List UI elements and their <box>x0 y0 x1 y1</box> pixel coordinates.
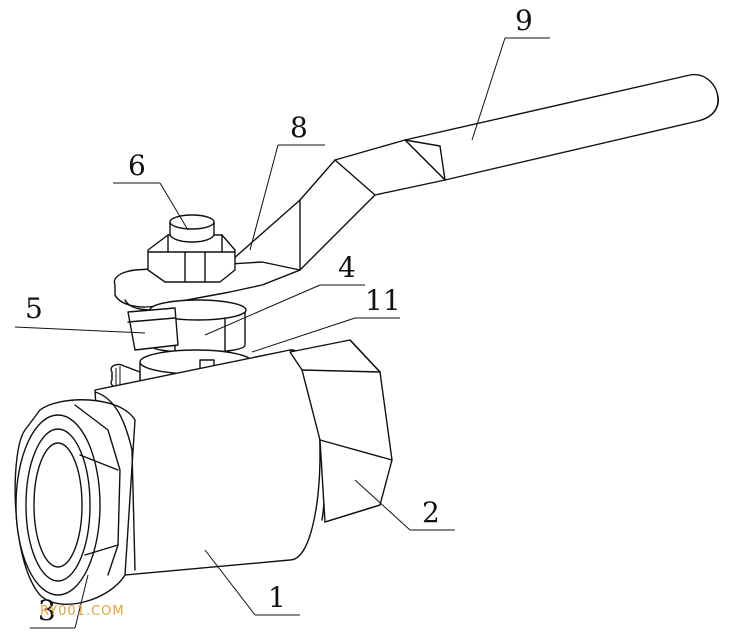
label-part-2: 2 <box>422 496 440 529</box>
watermark: RY001.COM <box>40 604 125 619</box>
label-part-11: 11 <box>365 284 401 317</box>
label-part-1: 1 <box>268 581 286 614</box>
handle-lever <box>214 73 719 286</box>
leader-lines <box>14 37 550 629</box>
label-part-5: 5 <box>25 292 43 325</box>
end-cap-right <box>289 339 393 523</box>
label-part-3: 3 <box>38 594 56 627</box>
label-part-4: 4 <box>338 251 356 284</box>
end-connection-left <box>14 391 136 605</box>
part-labels: 9 8 6 4 11 5 2 1 3 <box>25 4 533 627</box>
label-part-8: 8 <box>290 111 308 144</box>
label-part-6: 6 <box>128 149 146 182</box>
label-part-9: 9 <box>515 4 533 37</box>
stem-assembly <box>110 214 301 402</box>
